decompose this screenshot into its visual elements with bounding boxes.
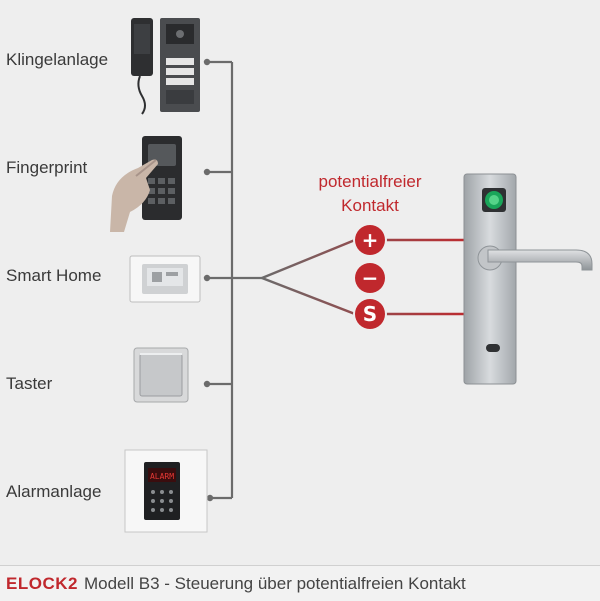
- intercom-icon: [131, 18, 200, 115]
- brand-logo: ELOCK2: [6, 573, 78, 593]
- device-label-smart-home: Smart Home: [6, 266, 102, 285]
- device-label-alarmanlage: Alarmanlage: [6, 482, 102, 501]
- alarm-panel-icon: ALARM: [124, 449, 208, 533]
- signal-terminal-icon: S: [355, 299, 385, 329]
- fingerprint-reader-icon: [110, 136, 182, 232]
- minus-terminal-icon: −: [355, 263, 385, 293]
- door-handle-icon: [463, 173, 593, 385]
- wire-dots: [203, 58, 214, 502]
- plus-terminal-icon: +: [355, 225, 385, 255]
- footer-caption: Modell B3 - Steuerung über potentialfrei…: [83, 573, 466, 593]
- contact-title-line1: potentialfreier: [318, 172, 422, 191]
- footer: ELOCK2 Modell B3 - Steuerung über potent…: [0, 565, 600, 601]
- bus-wire: [207, 60, 262, 500]
- device-label-fingerprint: Fingerprint: [6, 158, 88, 177]
- svg-text:ALARM: ALARM: [150, 472, 174, 481]
- smart-home-switch-icon: [129, 255, 201, 303]
- device-label-klingelanlage: Klingelanlage: [6, 50, 109, 69]
- push-button-icon: [133, 347, 189, 403]
- contact-title: potentialfreier Kontakt: [300, 170, 440, 218]
- contact-title-line2: Kontakt: [341, 196, 399, 215]
- device-label-taster: Taster: [6, 374, 53, 393]
- wiring-diagram: ALARM: [110, 18, 593, 533]
